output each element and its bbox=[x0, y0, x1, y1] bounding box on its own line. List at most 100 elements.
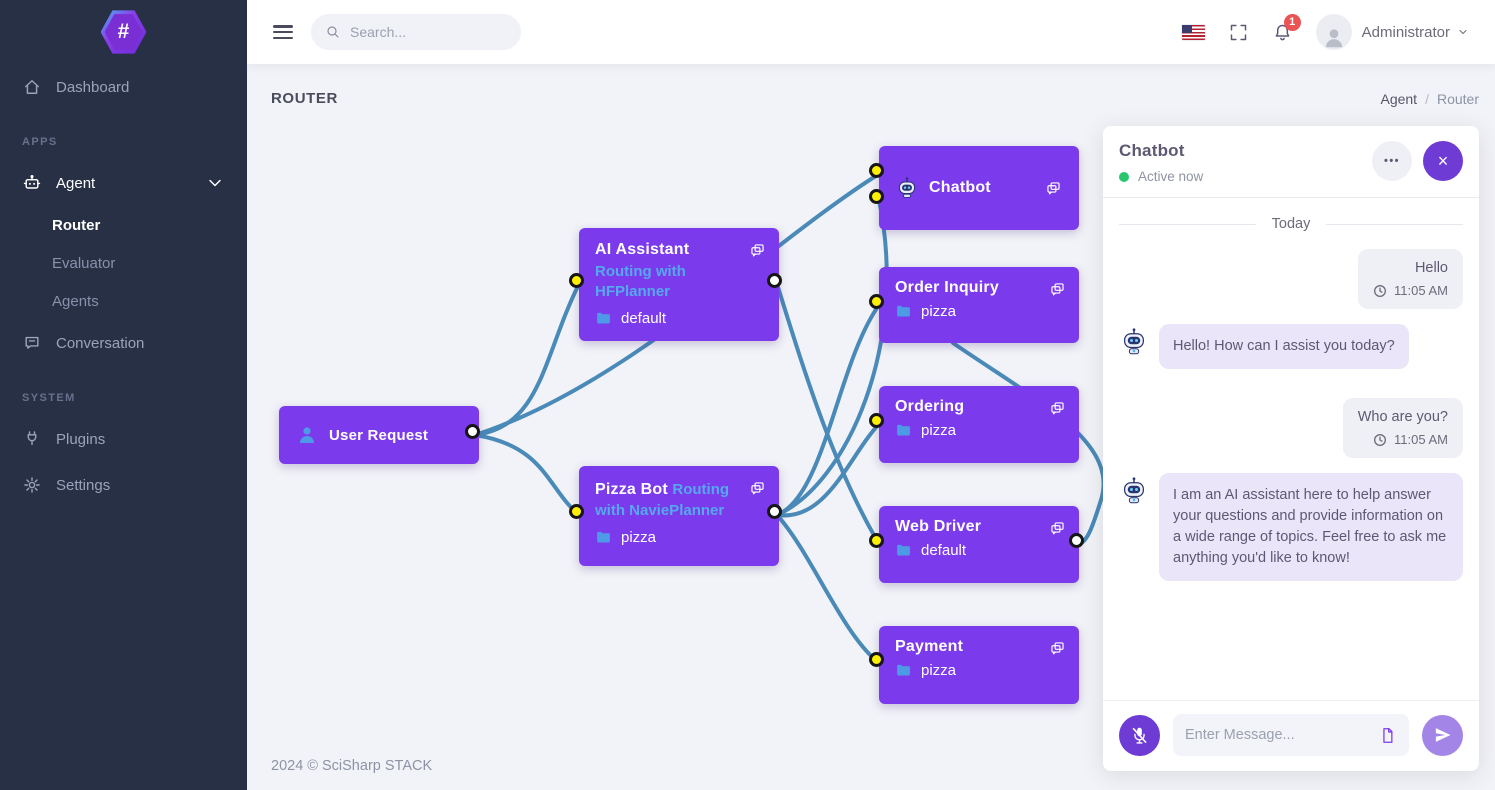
username-label: Administrator bbox=[1361, 23, 1450, 41]
sidebar-item-settings[interactable]: Settings bbox=[0, 462, 247, 508]
open-chat-icon[interactable] bbox=[748, 479, 767, 498]
sidebar-item-label: Settings bbox=[56, 476, 111, 494]
fullscreen-icon[interactable] bbox=[1228, 22, 1249, 43]
mic-mute-button[interactable] bbox=[1119, 714, 1160, 756]
message-text: Hello bbox=[1414, 260, 1448, 276]
online-status-dot bbox=[1119, 171, 1129, 182]
chat-message-user: Who are you? 11:05 AM bbox=[1342, 398, 1463, 459]
sidebar: # Dashboard APPS Agent Router Evaluator … bbox=[0, 0, 247, 790]
sidebar-item-label: Agents bbox=[52, 292, 99, 310]
sidebar-item-agents[interactable]: Agents bbox=[0, 282, 247, 320]
menu-toggle-icon[interactable] bbox=[273, 25, 293, 39]
node-web-driver[interactable]: Web Driver default bbox=[879, 506, 1079, 583]
port-web-driver-in[interactable] bbox=[869, 533, 884, 548]
chat-close-button[interactable]: × bbox=[1423, 141, 1463, 181]
breadcrumb: Agent / Router bbox=[1380, 91, 1479, 107]
open-chat-icon[interactable] bbox=[748, 241, 767, 260]
sidebar-item-label: Conversation bbox=[56, 334, 145, 352]
node-title: Chatbot bbox=[929, 179, 991, 196]
port-web-driver-out[interactable] bbox=[1069, 533, 1084, 548]
edge-ai-assistant-to-web-driver bbox=[775, 282, 881, 546]
open-chat-icon[interactable] bbox=[1048, 639, 1067, 658]
edge-pizza-bot-to-ordering bbox=[775, 422, 881, 518]
search-icon bbox=[327, 26, 339, 38]
node-order-inquiry[interactable]: Order Inquiry pizza bbox=[879, 267, 1079, 343]
robot-avatar-icon bbox=[899, 177, 915, 198]
port-payment-in[interactable] bbox=[869, 652, 884, 667]
node-ordering[interactable]: Ordering pizza bbox=[879, 386, 1079, 463]
open-chat-icon[interactable] bbox=[1048, 519, 1067, 538]
send-button[interactable] bbox=[1422, 714, 1463, 756]
port-chatbot-in-2[interactable] bbox=[869, 189, 884, 204]
notifications-button[interactable]: 1 bbox=[1272, 13, 1301, 43]
port-pizza-bot-in[interactable] bbox=[569, 504, 584, 519]
language-flag-us[interactable] bbox=[1181, 24, 1205, 40]
node-ai-assistant[interactable]: AI Assistant Routing with HFPlanner defa… bbox=[579, 228, 779, 341]
node-chatbot[interactable]: Chatbot bbox=[879, 146, 1079, 230]
node-pizza-bot[interactable]: Pizza Bot Routing with NaviePlanner pizz… bbox=[579, 466, 779, 566]
open-chat-icon[interactable] bbox=[1044, 179, 1063, 198]
mic-off-icon bbox=[1132, 727, 1147, 744]
chat-menu-button[interactable]: ••• bbox=[1372, 141, 1412, 181]
node-category: default bbox=[921, 542, 967, 559]
node-title: Order Inquiry bbox=[895, 279, 999, 296]
clock-icon bbox=[1374, 284, 1387, 297]
breadcrumb-agent[interactable]: Agent bbox=[1380, 91, 1418, 107]
edge-pizza-bot-to-order-inquiry bbox=[775, 303, 881, 517]
open-chat-icon[interactable] bbox=[1048, 280, 1067, 299]
port-ordering-in[interactable] bbox=[869, 413, 884, 428]
port-pizza-bot-out[interactable] bbox=[767, 504, 782, 519]
folder-icon bbox=[897, 544, 910, 556]
port-order-inquiry-in[interactable] bbox=[869, 294, 884, 309]
folder-icon bbox=[897, 424, 910, 436]
sidebar-item-label: Dashboard bbox=[56, 78, 130, 96]
sidebar-item-plugins[interactable]: Plugins bbox=[0, 416, 247, 462]
robot-avatar-icon bbox=[1124, 477, 1144, 504]
chat-message-bot: Hello! How can I assist you today? bbox=[1119, 324, 1463, 370]
sidebar-item-router[interactable]: Router bbox=[0, 206, 247, 244]
chat-icon bbox=[25, 336, 39, 349]
main-area: 1 Administrator ROUTER Agent / Route bbox=[247, 0, 1495, 790]
port-ai-assistant-in[interactable] bbox=[569, 273, 584, 288]
chat-message-user: Hello 11:05 AM bbox=[1358, 249, 1463, 309]
day-divider-label: Today bbox=[1271, 216, 1311, 232]
port-ai-assistant-out[interactable] bbox=[767, 273, 782, 288]
node-category: pizza bbox=[921, 422, 957, 439]
open-chat-icon[interactable] bbox=[1048, 399, 1067, 418]
breadcrumb-separator: / bbox=[1425, 91, 1429, 107]
plug-icon bbox=[27, 431, 37, 446]
node-title: Pizza Bot bbox=[595, 481, 668, 498]
sidebar-item-agent[interactable]: Agent bbox=[0, 160, 247, 206]
app-logo[interactable]: # bbox=[0, 0, 247, 64]
node-title: AI Assistant bbox=[595, 241, 690, 258]
chat-message-bot: I am an AI assistant here to help answer… bbox=[1119, 473, 1463, 582]
sidebar-section-apps: APPS bbox=[22, 136, 58, 148]
node-user-request[interactable]: User Request bbox=[279, 406, 479, 464]
chevron-down-icon bbox=[209, 179, 221, 187]
port-user-request-out[interactable] bbox=[465, 424, 480, 439]
node-payment[interactable]: Payment pizza bbox=[879, 626, 1079, 704]
sidebar-item-conversation[interactable]: Conversation bbox=[0, 320, 247, 366]
folder-icon bbox=[897, 305, 910, 317]
chat-status-label: Active now bbox=[1138, 169, 1204, 184]
port-chatbot-in-1[interactable] bbox=[869, 163, 884, 178]
node-title: Payment bbox=[895, 638, 964, 655]
chat-panel: Chatbot Active now ••• × Today Hell bbox=[1103, 126, 1479, 771]
chat-input-bar bbox=[1103, 700, 1479, 771]
footer-copyright: 2024 © SciSharp STACK bbox=[271, 758, 433, 774]
message-input[interactable] bbox=[1185, 727, 1370, 743]
folder-icon bbox=[597, 532, 610, 543]
message-time: 11:05 AM bbox=[1394, 432, 1448, 448]
attach-file-icon[interactable] bbox=[1378, 726, 1397, 745]
user-menu[interactable]: Administrator bbox=[1315, 14, 1469, 50]
router-canvas: ROUTER Agent / Router bbox=[247, 64, 1495, 790]
node-category: pizza bbox=[921, 662, 957, 679]
search-input[interactable] bbox=[350, 24, 507, 40]
send-icon bbox=[1435, 728, 1450, 742]
chat-title: Chatbot bbox=[1119, 141, 1185, 160]
message-text: I am an AI assistant here to help answer… bbox=[1159, 473, 1463, 582]
gear-icon bbox=[24, 477, 40, 493]
home-icon bbox=[25, 80, 39, 94]
sidebar-item-dashboard[interactable]: Dashboard bbox=[0, 64, 247, 110]
sidebar-item-evaluator[interactable]: Evaluator bbox=[0, 244, 247, 282]
